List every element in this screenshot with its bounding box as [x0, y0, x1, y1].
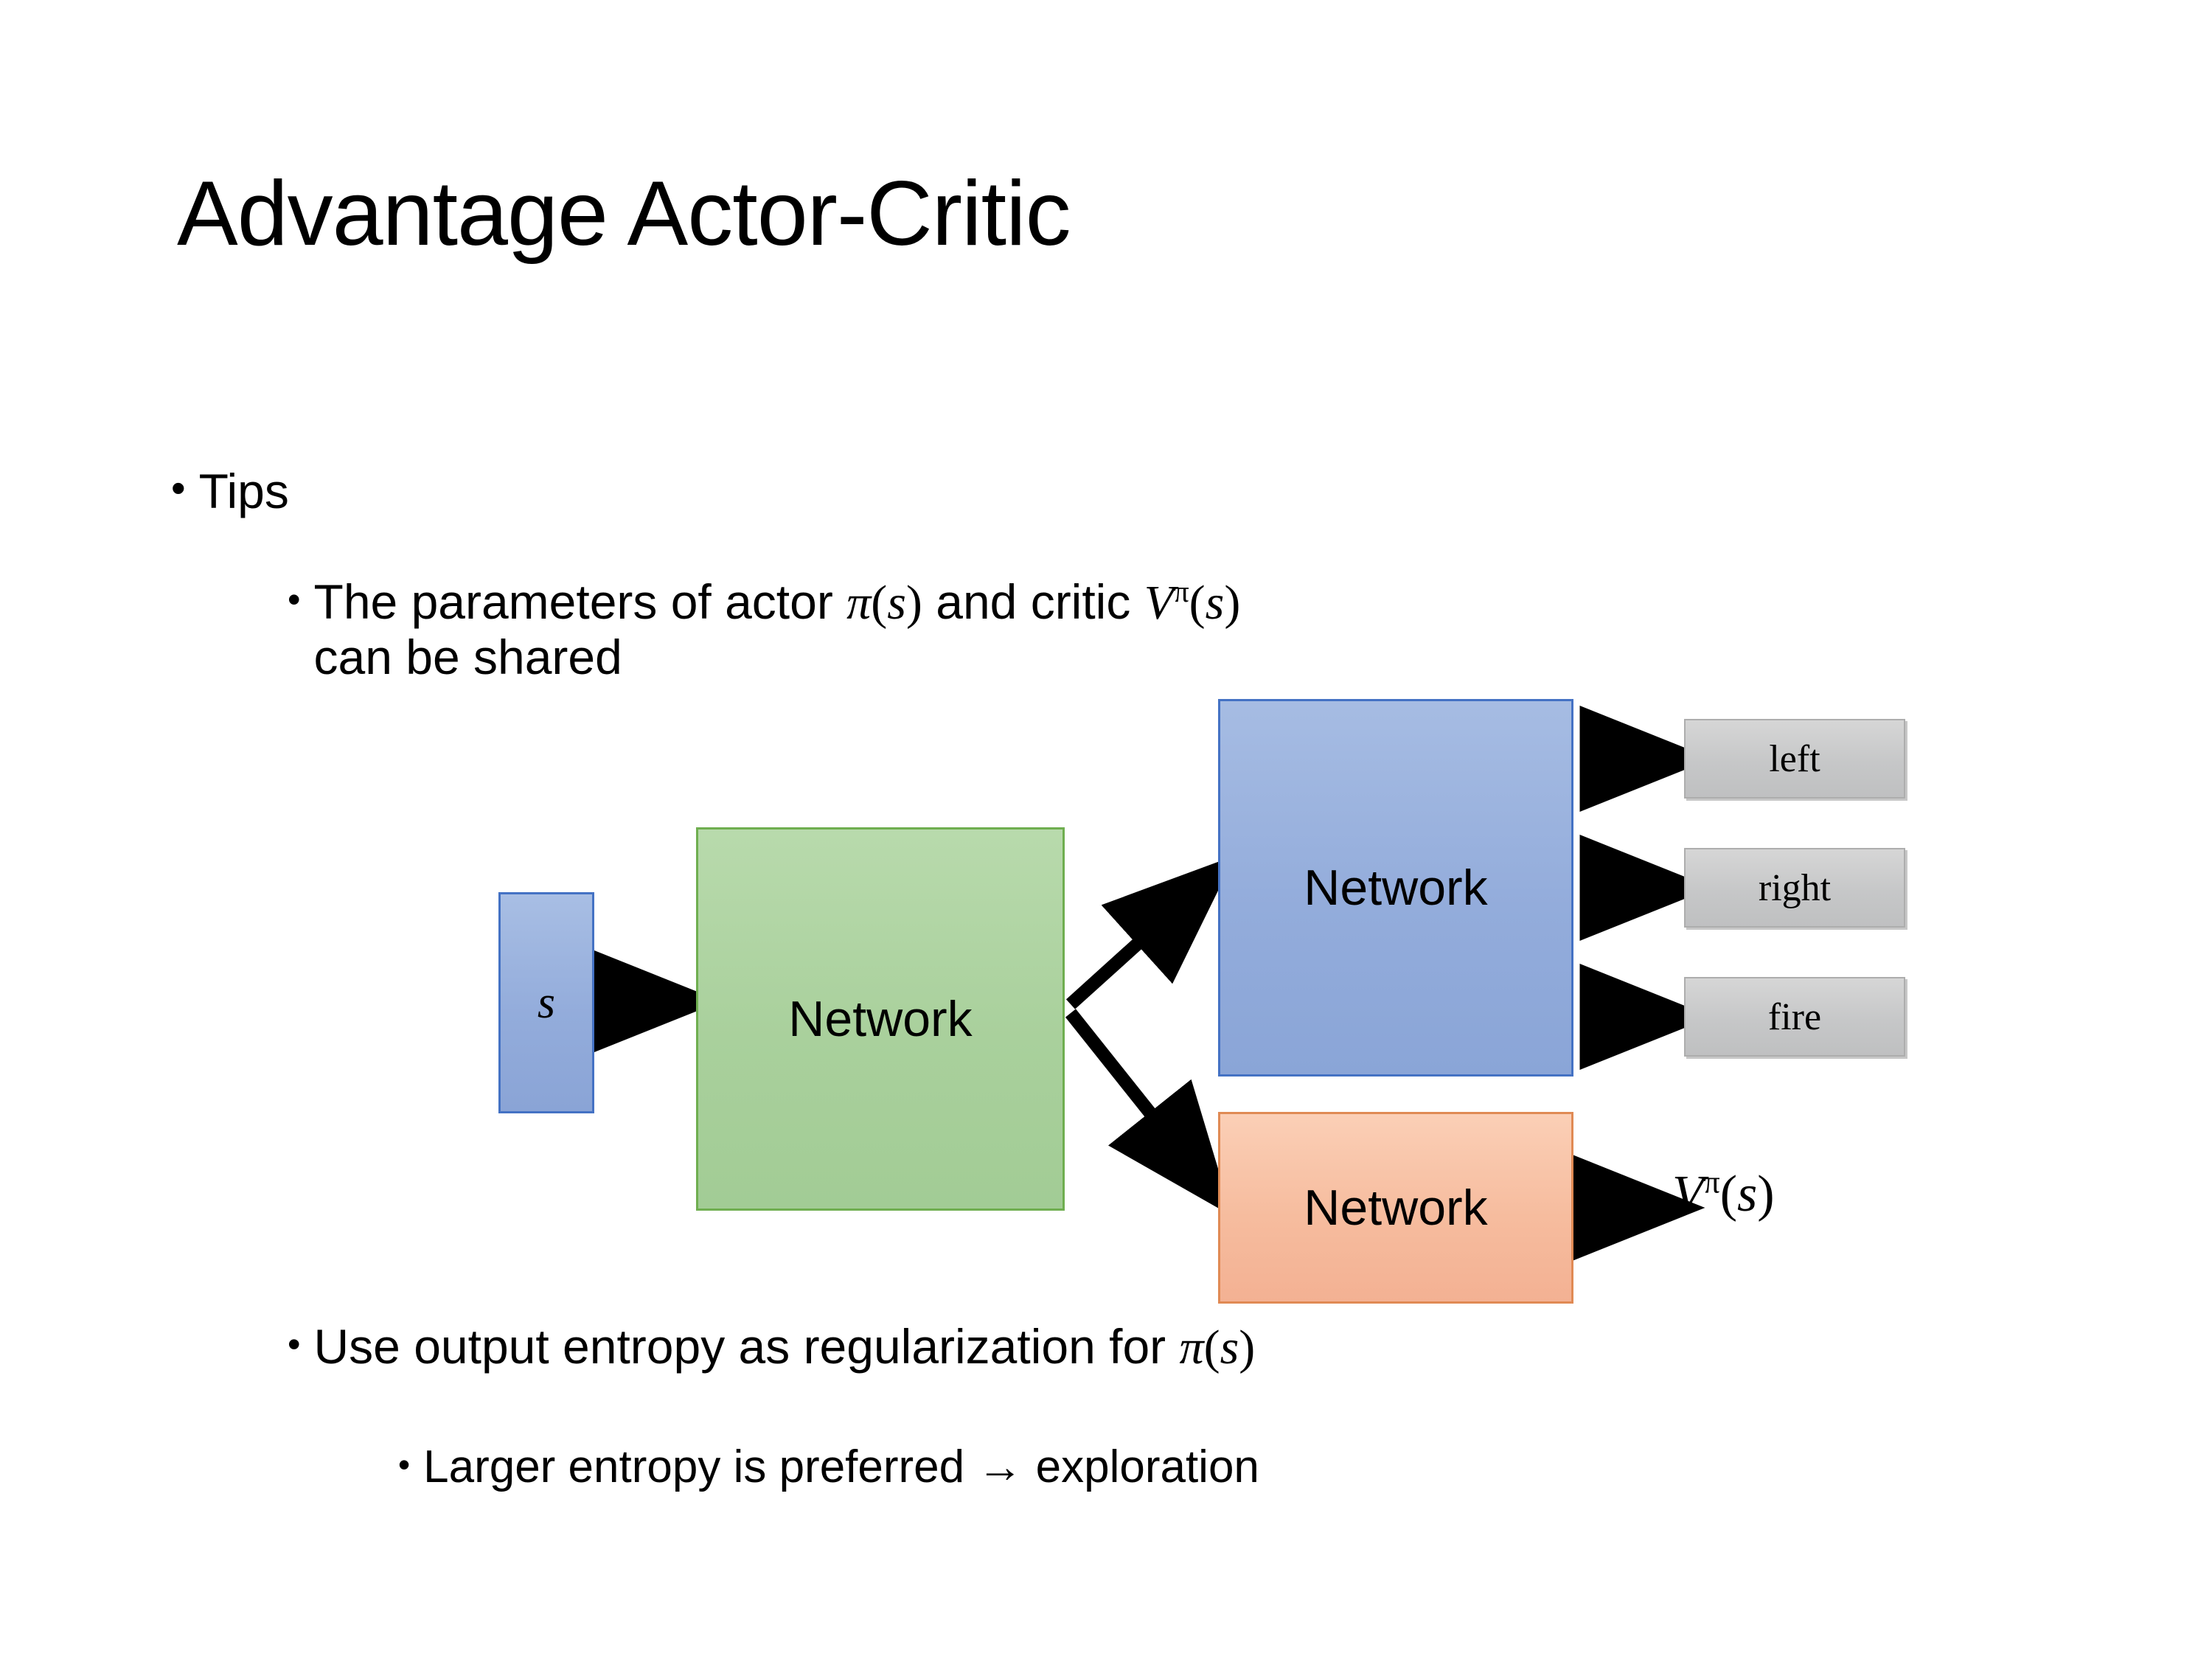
bullet-exploration-label: Larger entropy is preferred → exploratio…: [423, 1441, 1259, 1492]
bullet-shared-parameters: • The parameters of actor π(s) and criti…: [288, 574, 1241, 685]
bullet-text-mid: and critic: [922, 574, 1144, 629]
node-shared-network: Network: [696, 827, 1065, 1211]
v-pi-of-s-math: Vπ(s): [1144, 575, 1241, 630]
node-actor-network: Network: [1218, 699, 1573, 1077]
pi-of-s-math: π(s): [846, 576, 922, 630]
output-value-function-label: Vπ(s): [1672, 1164, 1775, 1222]
bullet-text-line2: can be shared: [313, 629, 622, 684]
output-action-left: left: [1684, 719, 1905, 799]
bullet-shared-parameters-label: The parameters of actor π(s) and critic …: [313, 574, 1241, 685]
output-action-right: right: [1684, 848, 1905, 928]
node-state-input: s: [498, 892, 594, 1113]
node-actor-network-label: Network: [1304, 860, 1488, 916]
bullet-marker: •: [288, 1324, 301, 1365]
bullet-text-pre: The parameters of actor: [313, 574, 847, 629]
arrow-shared-to-critic: [1065, 1009, 1233, 1217]
bullet-marker: •: [288, 579, 301, 620]
bullet-entropy-label: Use output entropy as regularization for…: [313, 1319, 1256, 1375]
node-state-label: s: [537, 977, 556, 1028]
node-shared-network-label: Network: [788, 991, 973, 1047]
bullet-exploration: • Larger entropy is preferred → explorat…: [398, 1441, 1259, 1492]
bullet-tips-label: Tips: [198, 464, 289, 518]
bullet-tips: • Tips: [171, 464, 289, 519]
bullet-entropy-pre: Use output entropy as regularization for: [313, 1319, 1180, 1374]
node-critic-network: Network: [1218, 1112, 1573, 1304]
page-title: Advantage Actor-Critic: [177, 163, 1071, 265]
bullet-marker: •: [398, 1445, 411, 1484]
output-value-function: Vπ(s): [1672, 1164, 1775, 1224]
bullet-marker: •: [171, 465, 186, 511]
bullet-entropy-regularization: • Use output entropy as regularization f…: [288, 1319, 1256, 1375]
pi-of-s-math: π(s): [1179, 1321, 1256, 1374]
output-action-fire-label: fire: [1767, 995, 1822, 1038]
output-action-right-label: right: [1758, 866, 1832, 909]
output-action-fire: fire: [1684, 977, 1905, 1057]
node-critic-network-label: Network: [1304, 1180, 1488, 1236]
output-action-left-label: left: [1769, 737, 1820, 780]
arrow-shared-to-actor: [1065, 855, 1236, 1009]
